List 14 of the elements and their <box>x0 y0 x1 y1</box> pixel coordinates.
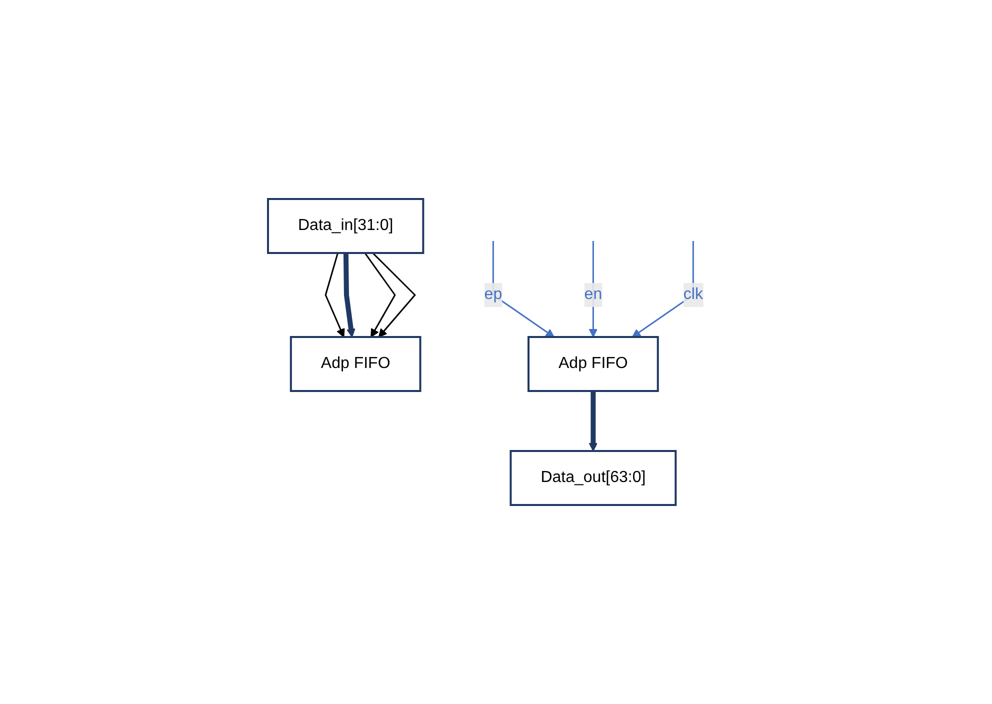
node-box: Adp FIFO <box>290 336 422 392</box>
arrow <box>364 252 396 338</box>
arrow <box>589 241 598 338</box>
edge-label: clk <box>684 286 704 303</box>
node-box: Adp FIFO <box>528 336 660 392</box>
arrow <box>372 252 416 338</box>
node-box: Data_in[31:0] <box>267 198 425 254</box>
arrow <box>325 252 346 338</box>
arrow <box>589 391 598 452</box>
node-box: Data_out[63:0] <box>510 450 678 506</box>
arrow <box>344 252 356 338</box>
edge-label: ep <box>484 286 502 303</box>
edge-label: en <box>584 286 602 303</box>
arrow <box>492 241 555 338</box>
